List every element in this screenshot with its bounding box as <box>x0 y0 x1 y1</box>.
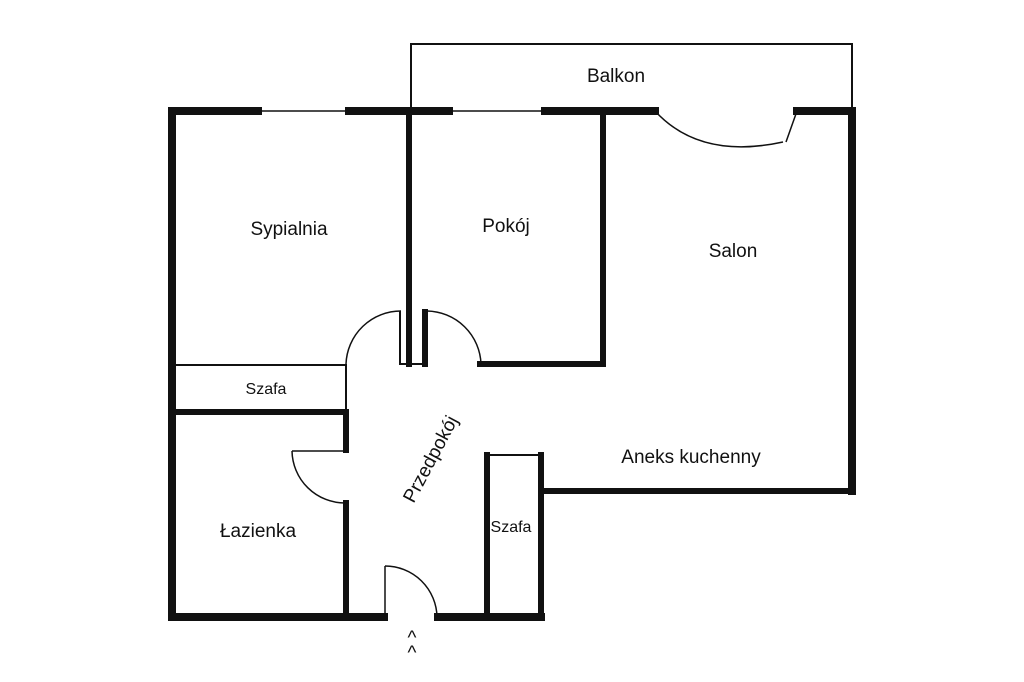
wardrobe-hall-label: Szafa <box>491 519 532 536</box>
entrance-arrow-bottom: ^ <box>408 643 417 664</box>
interior-walls <box>173 108 606 617</box>
hallway-label: Przedpokój <box>400 413 463 507</box>
balcony-door-arc <box>654 110 784 148</box>
entrance-marker: ^ ^ <box>408 628 417 664</box>
balcony-door-leaf <box>785 110 798 143</box>
room-labels: Balkon Sypialnia Pokój Salon Szafa Przed… <box>220 66 761 542</box>
bedroom-label: Sypialnia <box>250 219 328 240</box>
wardrobe-top-label: Szafa <box>246 381 287 398</box>
room-door-arc <box>426 310 482 365</box>
entrance-arrow-top: ^ <box>408 628 417 649</box>
bathroom-door-arc <box>291 450 346 504</box>
balcony-label: Balkon <box>587 66 645 87</box>
bathroom-label: Łazienka <box>220 521 296 542</box>
living-room-label: Salon <box>709 241 758 262</box>
bedroom-door-arc <box>345 310 402 365</box>
room-label: Pokój <box>482 216 530 237</box>
entrance-door-arc <box>384 565 438 618</box>
balcony-outline <box>410 43 853 113</box>
kitchenette-label: Aneks kuchenny <box>621 447 761 468</box>
doors <box>291 110 798 618</box>
